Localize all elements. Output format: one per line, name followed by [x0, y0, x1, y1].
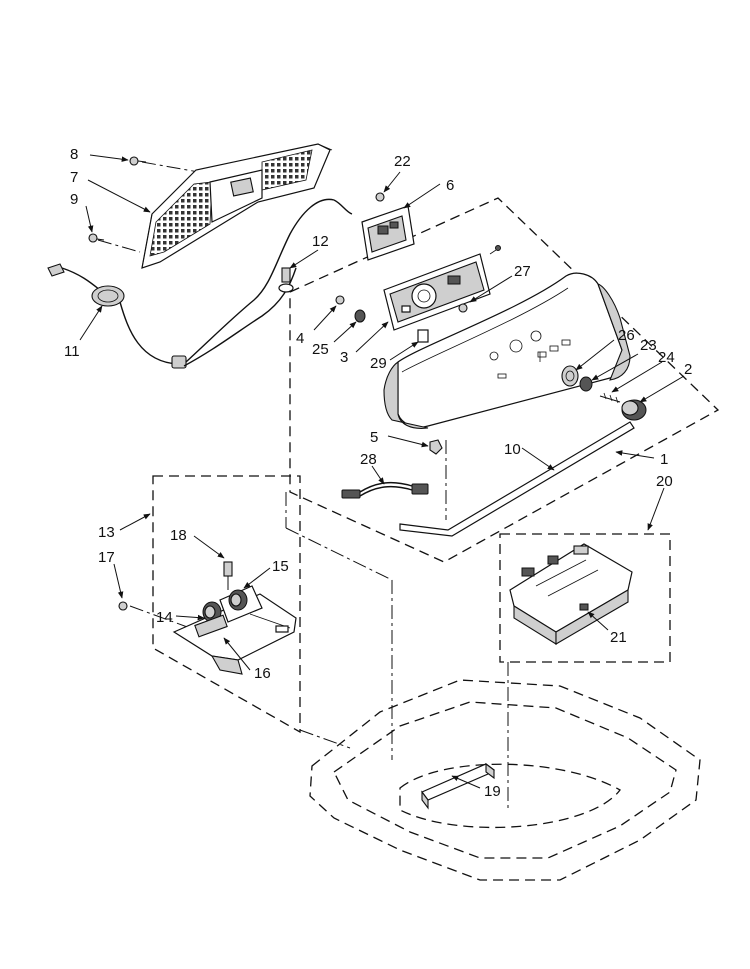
- leader-lines: [79, 154, 685, 789]
- screw-27: [458, 303, 468, 313]
- callout-8: 8: [70, 146, 78, 163]
- callout-14: 14: [156, 609, 173, 626]
- callout-21: 21: [610, 629, 627, 646]
- callout-10: 10: [504, 441, 521, 458]
- callout-labels: 8 7 9 11 12 22 6 27 4 25 3 29 26 23 24 2…: [64, 146, 692, 800]
- callout-23: 23: [640, 337, 657, 354]
- screw-4: [335, 295, 345, 305]
- callout-13: 13: [98, 524, 115, 541]
- callout-24: 24: [658, 349, 675, 366]
- control-board: [361, 205, 415, 261]
- callout-25: 25: [312, 341, 329, 358]
- clip-5: [429, 439, 443, 455]
- screw-22: [375, 192, 385, 202]
- knob-2: [621, 399, 647, 421]
- drawer-insert-21: [579, 603, 589, 611]
- callout-26: 26: [618, 327, 635, 344]
- spring-24: [599, 392, 621, 404]
- screw-9: [88, 233, 105, 243]
- callout-2: 2: [684, 361, 692, 378]
- callout-5: 5: [370, 429, 378, 446]
- callout-9: 9: [70, 191, 78, 208]
- alignment-lines: [97, 161, 509, 812]
- screw-8: [129, 156, 147, 166]
- top-panel-outline: [309, 679, 701, 881]
- wire-harness-28: [341, 481, 429, 499]
- encoder-25: [354, 309, 366, 323]
- callout-3: 3: [340, 349, 348, 366]
- callout-19: 19: [484, 783, 501, 800]
- ground-screw-12: [278, 267, 294, 293]
- callout-4: 4: [296, 330, 304, 347]
- rear-control-panel: [141, 143, 333, 269]
- electronic-control-board: [383, 245, 501, 331]
- bearing-23: [579, 376, 593, 392]
- callout-28: 28: [360, 451, 377, 468]
- console-group-box: [289, 197, 720, 563]
- callout-15: 15: [272, 558, 289, 575]
- callout-29: 29: [370, 355, 387, 372]
- callout-7: 7: [70, 169, 78, 186]
- callout-17: 17: [98, 549, 115, 566]
- dispenser-group-box: [499, 533, 671, 663]
- console-housing: [383, 272, 631, 429]
- callout-6: 6: [446, 177, 454, 194]
- callout-22: 22: [394, 153, 411, 170]
- callout-27: 27: [514, 263, 531, 280]
- knob-bezel-26: [561, 365, 579, 387]
- callout-1: 1: [660, 451, 668, 468]
- water-valve-assembly: [172, 585, 297, 675]
- callout-16: 16: [254, 665, 271, 682]
- clip-29: [417, 329, 429, 343]
- callout-11: 11: [64, 343, 80, 360]
- screw-17: [118, 601, 128, 611]
- screw-18: [223, 561, 233, 590]
- trim-strip-10: [399, 421, 635, 537]
- valve-group-box: [152, 475, 301, 734]
- bracket-19: [421, 762, 496, 810]
- callout-20: 20: [656, 473, 673, 490]
- callout-18: 18: [170, 527, 187, 544]
- callout-12: 12: [312, 233, 329, 250]
- power-cord: [47, 263, 187, 369]
